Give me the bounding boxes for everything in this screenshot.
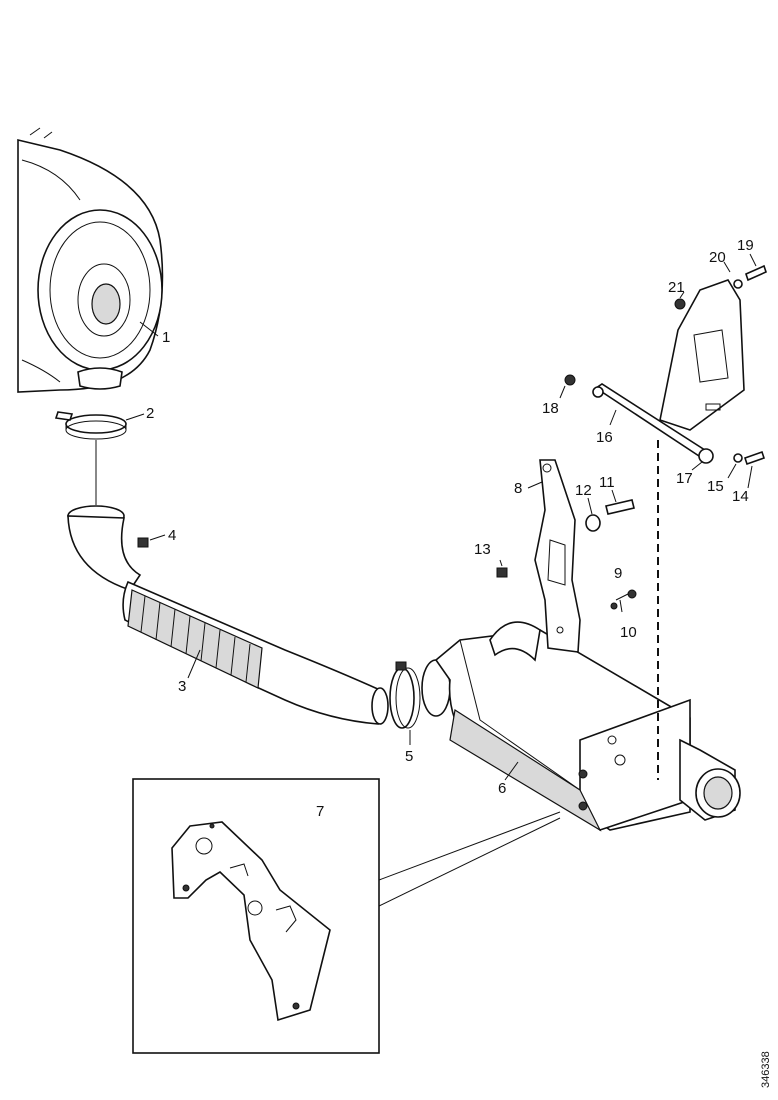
callout-1: 1 bbox=[162, 329, 170, 346]
part-2-clamp bbox=[54, 411, 127, 505]
callout-7: 7 bbox=[316, 803, 324, 820]
callout-10: 10 bbox=[620, 624, 637, 641]
part-6-muffler bbox=[421, 621, 741, 832]
part-8-bracket bbox=[527, 459, 581, 653]
part-5-clamp bbox=[389, 661, 421, 745]
callout-2: 2 bbox=[146, 405, 154, 422]
part-9-10-bolt-washer bbox=[610, 589, 637, 613]
callout-15: 15 bbox=[707, 478, 724, 495]
callout-3: 3 bbox=[178, 678, 186, 695]
callout-11: 11 bbox=[599, 474, 615, 491]
callout-4: 4 bbox=[168, 527, 176, 544]
callout-13: 13 bbox=[474, 541, 491, 558]
callout-12: 12 bbox=[575, 482, 592, 499]
part-7-inset bbox=[132, 778, 561, 1054]
part-3-flex-pipe bbox=[67, 505, 389, 725]
callout-20: 20 bbox=[709, 249, 726, 266]
callout-19: 19 bbox=[737, 237, 754, 254]
part-4-nut bbox=[137, 534, 166, 548]
callout-16: 16 bbox=[596, 429, 613, 446]
upper-bracket-plate bbox=[659, 261, 767, 466]
callout-8: 8 bbox=[514, 480, 522, 497]
figure-id: 346338 bbox=[760, 1051, 772, 1088]
callout-6: 6 bbox=[498, 780, 506, 797]
callout-14: 14 bbox=[732, 488, 749, 505]
callout-18: 18 bbox=[542, 400, 559, 417]
callout-labels: 1 2 3 4 5 6 7 8 9 10 11 12 13 14 15 16 1… bbox=[125, 237, 757, 820]
part-1-aftertreatment-unit bbox=[17, 127, 164, 393]
callout-17: 17 bbox=[676, 470, 693, 487]
callout-5: 5 bbox=[405, 748, 413, 765]
part-16-strap-rod bbox=[559, 374, 714, 464]
callout-21: 21 bbox=[668, 279, 685, 296]
part-11-12-13-fasteners bbox=[496, 499, 635, 578]
callout-9: 9 bbox=[614, 565, 622, 582]
